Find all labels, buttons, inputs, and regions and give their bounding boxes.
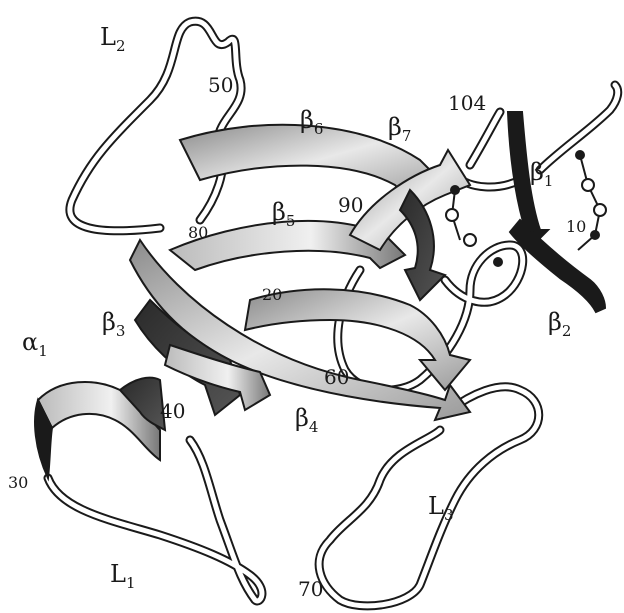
disulfide-bond-right xyxy=(575,150,607,251)
residue-50: 50 xyxy=(208,73,233,97)
helix-alpha1 xyxy=(34,376,167,482)
loop-L2-coil xyxy=(65,16,246,236)
strand-beta2 xyxy=(508,218,607,314)
residue-104: 104 xyxy=(448,91,486,115)
label-alpha1: α1 xyxy=(22,328,48,360)
loop-L3-coil xyxy=(314,382,544,611)
residue-40: 40 xyxy=(160,399,185,423)
label-beta7: β7 xyxy=(388,113,411,145)
label-L3: L3 xyxy=(428,492,453,524)
label-L2: L2 xyxy=(100,23,125,55)
label-beta6: β6 xyxy=(300,106,323,138)
label-beta4: β4 xyxy=(295,404,318,436)
residue-60: 60 xyxy=(324,365,349,389)
strand-beta7 xyxy=(348,148,472,302)
strand-beta3 xyxy=(133,298,272,417)
residue-20: 20 xyxy=(262,285,282,304)
label-beta1: β1 xyxy=(530,158,553,190)
residue-10: 10 xyxy=(566,217,586,236)
loop-L1-coil xyxy=(43,435,267,606)
residue-90: 90 xyxy=(338,193,363,217)
disulfide-bond-center xyxy=(445,185,503,267)
label-beta2: β2 xyxy=(548,308,571,340)
residue-80: 80 xyxy=(188,223,208,242)
label-beta3: β3 xyxy=(102,308,125,340)
residue-70: 70 xyxy=(298,577,323,601)
strand-beta5 xyxy=(168,219,407,272)
loop-center-coil xyxy=(333,240,528,395)
residue-30: 30 xyxy=(8,473,28,492)
label-L1: L1 xyxy=(110,560,135,592)
strand-beta-center xyxy=(243,288,472,392)
label-beta5: β5 xyxy=(272,198,295,230)
